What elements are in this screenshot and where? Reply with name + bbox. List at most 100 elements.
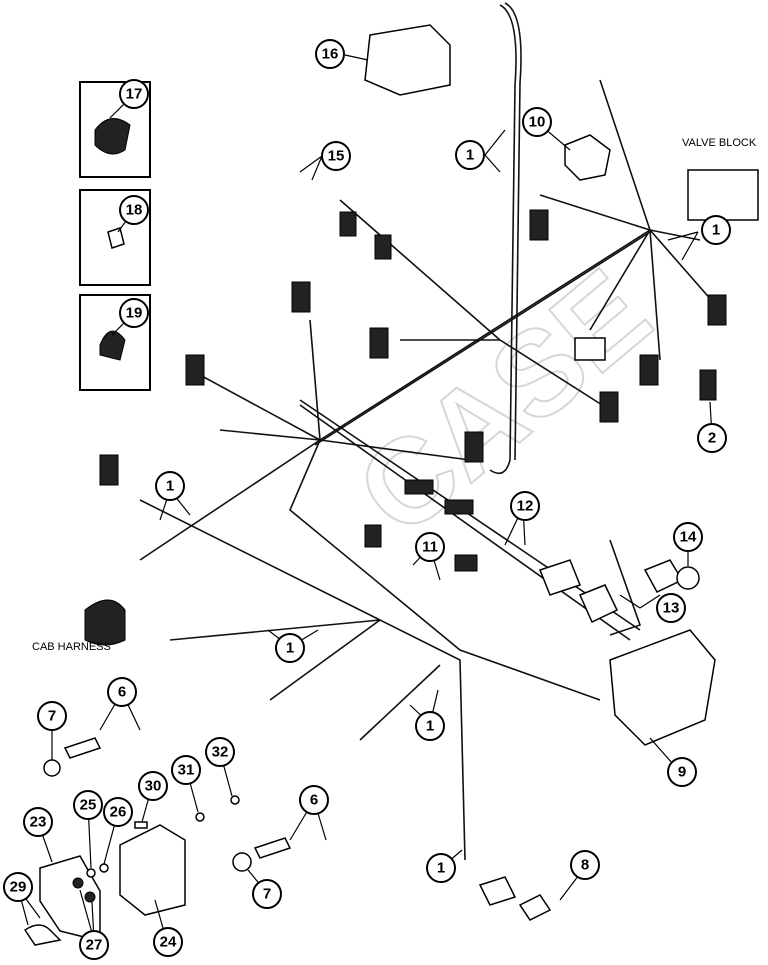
- svg-text:6: 6: [118, 684, 126, 701]
- svg-text:1: 1: [466, 147, 474, 164]
- callout-23: 23: [23, 807, 53, 837]
- connector: [99, 454, 119, 486]
- connector: [404, 479, 434, 495]
- leader-lines: [17, 54, 713, 943]
- callout-26: 26: [103, 797, 133, 827]
- callout-32: 32: [205, 737, 235, 767]
- callout-7-left: 7: [37, 701, 67, 731]
- nut-27a: [72, 877, 84, 889]
- callout-13: 13: [656, 593, 686, 623]
- callout-30: 30: [138, 771, 168, 801]
- svg-text:1: 1: [166, 478, 174, 495]
- svg-text:11: 11: [422, 539, 438, 556]
- sensor-6a: [63, 737, 102, 759]
- svg-text:10: 10: [529, 114, 546, 131]
- nut-25: [86, 868, 96, 878]
- callout-1-bottom: 1: [426, 853, 456, 883]
- sensor-1f: [478, 876, 517, 906]
- connector-white: [574, 337, 606, 361]
- connector: [464, 431, 484, 463]
- nut-31: [195, 812, 205, 822]
- svg-text:12: 12: [517, 498, 534, 515]
- relay-24: [119, 824, 186, 916]
- svg-text:30: 30: [145, 778, 162, 795]
- parts: [23, 24, 759, 946]
- sensor-12: [539, 559, 581, 596]
- connector: [444, 499, 474, 515]
- connector: [639, 354, 659, 386]
- svg-text:6: 6: [310, 792, 318, 809]
- svg-text:1: 1: [712, 222, 720, 239]
- valve-9: [609, 629, 716, 746]
- svg-text:16: 16: [322, 46, 339, 63]
- callout-15: 15: [321, 141, 351, 171]
- svg-text:2: 2: [708, 430, 716, 447]
- callout-7-lower: 7: [252, 879, 282, 909]
- callout-29: 29: [3, 872, 33, 902]
- switch-8: [518, 894, 552, 921]
- callout-17: 17: [119, 79, 149, 109]
- svg-text:13: 13: [663, 600, 680, 617]
- svg-text:24: 24: [160, 934, 177, 951]
- callout-19: 19: [119, 298, 149, 328]
- nut-7b: [232, 852, 252, 872]
- valve-block-label: VALVE BLOCK: [682, 137, 757, 149]
- nut-27b: [84, 891, 96, 903]
- callout-14: 14: [673, 522, 703, 552]
- clamp-29: [23, 924, 62, 946]
- connector-11: [454, 554, 478, 572]
- solenoid-10: [564, 134, 611, 181]
- svg-text:27: 27: [86, 937, 103, 954]
- svg-text:25: 25: [80, 797, 97, 814]
- svg-text:14: 14: [680, 529, 697, 546]
- nut-7a: [43, 759, 61, 777]
- svg-text:1: 1: [437, 860, 445, 877]
- svg-text:26: 26: [110, 804, 127, 821]
- svg-text:31: 31: [178, 762, 195, 779]
- callout-6-left: 6: [107, 677, 137, 707]
- callout-8: 8: [570, 850, 600, 880]
- callout-25: 25: [73, 790, 103, 820]
- connector: [599, 391, 619, 423]
- svg-text:9: 9: [678, 764, 686, 781]
- svg-text:1: 1: [426, 718, 434, 735]
- clip-18: [107, 227, 125, 249]
- svg-text:8: 8: [581, 857, 589, 874]
- svg-text:19: 19: [126, 305, 143, 322]
- svg-text:18: 18: [126, 202, 143, 219]
- svg-text:29: 29: [10, 879, 27, 896]
- connector: [369, 327, 389, 359]
- cab-harness-connector: [84, 599, 126, 646]
- callout-12: 12: [510, 491, 540, 521]
- connector: [185, 354, 205, 386]
- bolt-30: [134, 821, 148, 829]
- callout-1-top: 1: [455, 140, 485, 170]
- callout-9: 9: [667, 757, 697, 787]
- valve-block: [687, 169, 759, 221]
- actuator-16: [364, 24, 451, 96]
- callout-11: 11: [415, 532, 445, 562]
- cab-harness-label: CAB HARNESS: [32, 641, 111, 653]
- nut-32: [230, 795, 240, 805]
- svg-text:15: 15: [328, 148, 345, 165]
- callout-16: 16: [315, 39, 345, 69]
- svg-text:23: 23: [30, 814, 47, 831]
- connector: [339, 211, 357, 237]
- nut-26: [99, 863, 109, 873]
- callout-10: 10: [522, 107, 552, 137]
- callout-27: 27: [79, 930, 109, 960]
- callout-18: 18: [119, 195, 149, 225]
- connector: [291, 281, 311, 313]
- cap-14: [676, 566, 700, 590]
- svg-text:7: 7: [263, 886, 271, 903]
- callout-1-left: 1: [155, 471, 185, 501]
- callout-6-lower: 6: [299, 785, 329, 815]
- callout-2: 2: [697, 423, 727, 453]
- sensor-13: [578, 584, 619, 624]
- connector: [707, 294, 727, 326]
- clip-17: [94, 118, 131, 155]
- callout-24: 24: [153, 927, 183, 957]
- callout-1-right: 1: [701, 215, 731, 245]
- svg-text:17: 17: [126, 86, 143, 103]
